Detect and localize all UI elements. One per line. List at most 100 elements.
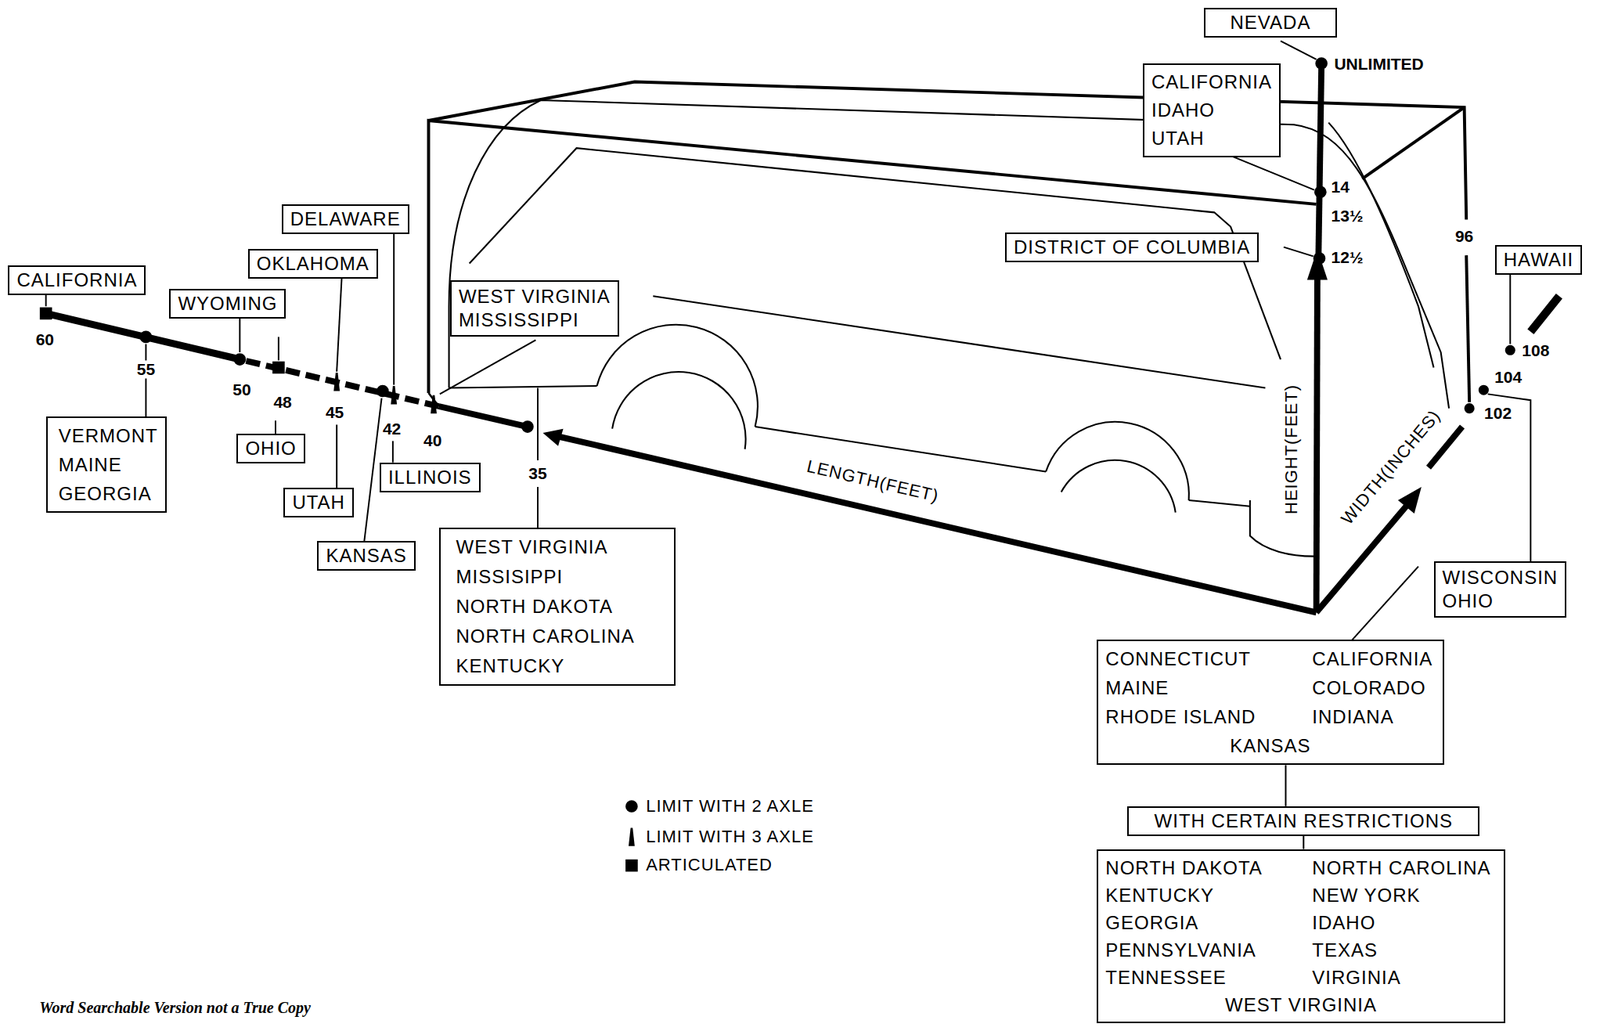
state-name: IDAHO: [1151, 96, 1273, 125]
state-name: KANSAS: [1105, 731, 1435, 761]
state-name: NEW YORK: [1311, 881, 1496, 909]
limit-marker: [390, 385, 397, 404]
limit-marker: [1313, 252, 1327, 265]
dimension-value: 96: [1453, 227, 1475, 246]
width-axis: [1530, 295, 1560, 332]
state-name: ILLINOIS: [388, 465, 473, 490]
limit-marker: [1505, 345, 1516, 356]
leader-line: [1280, 40, 1317, 59]
limit-marker: [272, 361, 285, 375]
leader-line: [536, 486, 539, 528]
leader-line: [238, 317, 241, 353]
dimension-value: 50: [230, 380, 253, 399]
state-box: ILLINOIS: [379, 462, 481, 493]
limit-marker: [521, 420, 534, 433]
dimension-value: 12½: [1329, 248, 1366, 267]
state-name: MISSISSIPPI: [458, 308, 611, 332]
bus-outline: [755, 426, 1047, 472]
dimension-value: 104: [1492, 368, 1524, 387]
state-name: NORTH CAROLINA: [456, 621, 667, 652]
state-name: GEORGIA: [1105, 908, 1294, 937]
state-name: NORTH DAKOTA: [456, 591, 667, 622]
axis-label: WIDTH(INCHES): [1336, 405, 1446, 530]
state-name: WITH CERTAIN RESTRICTIONS: [1135, 809, 1471, 833]
bounding-box: [428, 81, 1467, 220]
state-box: WEST VIRGINIAMISSISSIPPI: [450, 280, 620, 337]
legend-text: LIMIT WITH 2 AXLE: [645, 796, 815, 817]
bounding-box: [428, 120, 1317, 393]
dimension-value: 102: [1482, 403, 1514, 422]
state-box: WISCONSINOHIO: [1434, 561, 1568, 618]
state-box: DISTRICT OF COLUMBIA: [1005, 232, 1259, 263]
leader-line: [439, 339, 537, 394]
state-name: CALIFORNIA: [1311, 644, 1435, 674]
legend-text: ARTICULATED: [645, 854, 773, 876]
leader-line: [1283, 247, 1314, 257]
state-name: WEST VIRGINIA: [1105, 990, 1496, 1019]
dimension-value: UNLIMITED: [1332, 55, 1425, 74]
state-name: UTAH: [291, 490, 346, 515]
dimension-value: 55: [135, 360, 157, 379]
bounding-box: [428, 81, 1471, 402]
axis-label: HEIGHT(FEET): [1282, 382, 1301, 516]
state-name: TENNESSEE: [1105, 963, 1294, 991]
limit-marker: [376, 385, 390, 398]
state-name: DISTRICT OF COLUMBIA: [1013, 235, 1251, 260]
state-name: UTAH: [1151, 124, 1273, 153]
state-name: IDAHO: [1311, 908, 1496, 937]
state-name: INDIANA: [1311, 702, 1435, 732]
limit-marker: [1315, 57, 1328, 70]
limit-marker: [1464, 403, 1475, 414]
arrow-head: [543, 428, 564, 447]
leader-line: [392, 440, 394, 462]
dimension-value: 13½: [1329, 207, 1366, 226]
state-name: VIRGINIA: [1311, 963, 1496, 991]
height-axis: [1318, 66, 1322, 264]
length-axis: [439, 406, 528, 427]
limit-marker: [333, 372, 340, 391]
legend-symbol: [625, 800, 638, 813]
state-name: CONNECTICUT: [1105, 644, 1294, 674]
state-box: NEVADA: [1203, 7, 1337, 38]
state-name: COLORADO: [1311, 673, 1435, 703]
limit-marker: [1314, 185, 1327, 199]
limit-marker: [430, 395, 437, 414]
state-name: NORTH DAKOTA: [1105, 854, 1294, 882]
bus-outline: [1061, 460, 1176, 513]
state-name: WEST VIRGINIA: [456, 532, 667, 563]
state-box: VERMONTMAINEGEORGIA: [46, 416, 167, 513]
state-name: MAINE: [58, 450, 159, 480]
bus-outline: [1328, 122, 1434, 368]
bounding-box: [1466, 255, 1470, 403]
dimension-value: 45: [324, 403, 346, 422]
state-name: PENNSYLVANIA: [1105, 936, 1294, 964]
bounding-box: [1362, 107, 1464, 179]
state-name: RHODE ISLAND: [1105, 702, 1294, 732]
state-name: TEXAS: [1311, 936, 1496, 964]
state-name: MISSISIPPI: [456, 562, 667, 592]
limit-marker: [39, 307, 53, 321]
leader-line: [392, 230, 395, 386]
state-box: OKLAHOMA: [248, 248, 379, 279]
state-box: NORTH DAKOTANORTH CAROLINAKENTUCKYNEW YO…: [1096, 849, 1505, 1024]
watermark-note: Word Searchable Version not a True Copy: [37, 998, 313, 1017]
height-axis: [1316, 66, 1323, 613]
connector-line: [1284, 764, 1287, 806]
state-name: WYOMING: [177, 291, 278, 316]
limit-marker: [234, 353, 247, 366]
limit-marker: [39, 57, 1516, 433]
width-axis: [1428, 426, 1463, 468]
limit-marker: [140, 331, 153, 344]
state-name: OHIO: [1442, 589, 1559, 613]
state-box: CALIFORNIAIDAHOUTAH: [1142, 63, 1281, 158]
state-name: GEORGIA: [58, 479, 159, 509]
dimension-value: 35: [526, 464, 548, 483]
dimension-value: 14: [1329, 177, 1352, 196]
legend-symbol: [625, 859, 638, 873]
dimension-value: 60: [34, 331, 56, 350]
legend-text: LIMIT WITH 3 AXLE: [645, 826, 815, 847]
bus-outline: [449, 385, 598, 389]
state-box: WITH CERTAIN RESTRICTIONS: [1127, 806, 1480, 837]
bus-outline: [652, 295, 1265, 388]
